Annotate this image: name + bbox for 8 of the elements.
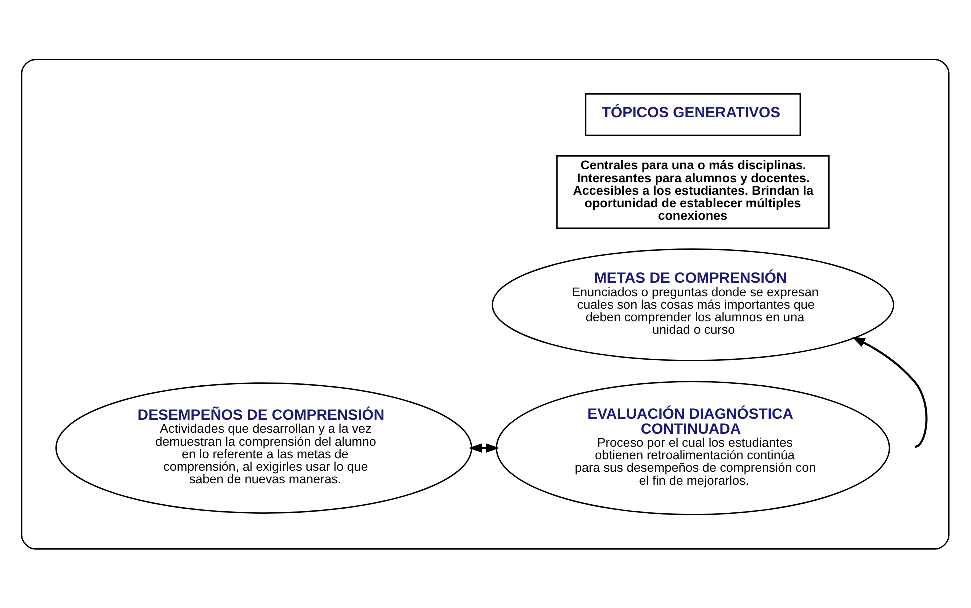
node-ellipse: EVALUACIÓN DIAGNÓSTICA CONTINUADA Proceso por el cual los estudiantes obtienen retroalimentación continúa para sus desempeños de comprensión con el fin de mejorarlos. (496, 380, 890, 515)
node-box: TÓPICOS GENERATIVOS (585, 93, 802, 136)
node-ellipse: DESEMPEÑOS DE COMPRENSIÓN Actividades que desarrollan y a la vez demuestran la comprensión del alumno en lo referente a las metas de comprensión, al exigirles usar lo que saben de nuevas maneras. (56, 382, 472, 514)
arrow (852, 336, 928, 448)
arrow (468, 443, 500, 452)
node-ellipse: METAS DE COMPRENSIÓN Enunciados o preguntas donde se expresan cuales son las cosas más importantes que deben comprender los alumnos en una unidad o curso (492, 248, 894, 362)
cluster (21, 58, 950, 550)
node-box: Centrales para una o más disciplinas. Interesantes para alumnos y docentes. Accesibles a los estudiantes. Brindan la oportunidad de establecer múltiples conexiones (556, 154, 830, 229)
